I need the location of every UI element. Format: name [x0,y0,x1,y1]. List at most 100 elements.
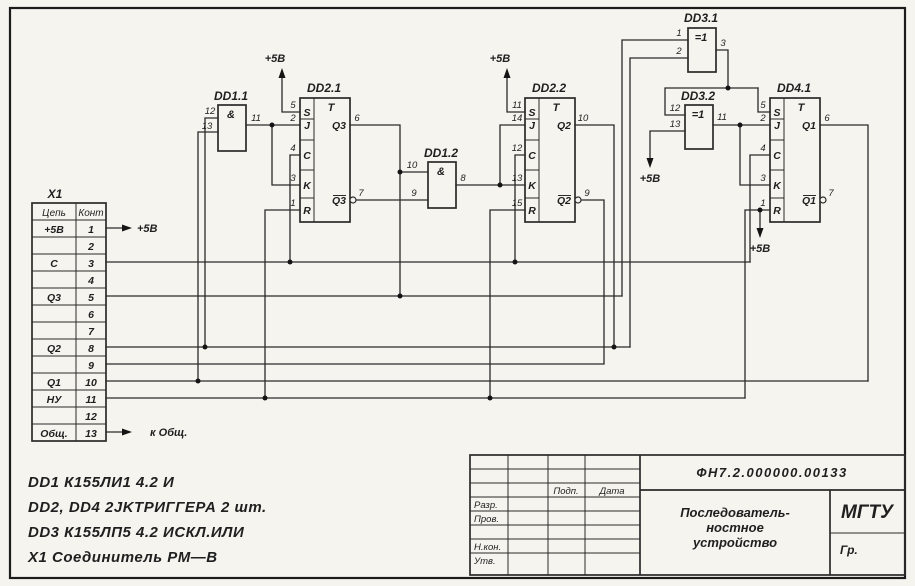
row-pin: 5 [88,292,94,304]
pin-number: 1 [760,198,765,209]
pin-number: 6 [824,113,830,124]
device-title-line1: Последователь- [680,505,790,520]
output-q: Q1 [802,120,816,132]
ground-arrow-right [122,428,132,436]
trigger-type: T [328,102,336,114]
inversion-circle [349,196,357,204]
gate-dd32: DD3.2 =1 12 13 11 [670,89,727,150]
and-symbol: & [227,109,235,121]
junction-dots [195,85,763,401]
pin-number: 12 [205,106,216,117]
gate-label: DD1.1 [214,89,248,103]
trigger-type: T [553,102,561,114]
pin-number: 8 [460,173,466,184]
pin-number: 12 [512,143,523,154]
power-label: +5В [137,223,158,235]
trigger-dd41: DD4.1 T S J C K R 5 2 4 3 1 Q1 Q1 6 7 [759,81,834,223]
trigger-type: T [798,102,806,114]
output-q: Q2 [557,120,571,132]
pin-number: 11 [512,100,522,111]
trigger-label: DD2.2 [532,81,566,95]
parts-list-line: DD3 К155ЛП5 4.2 ИСКЛ.ИЛИ [28,524,245,541]
pin-letter-k: K [528,180,537,192]
row-pin: 8 [88,343,94,355]
trigger-label: DD4.1 [777,81,811,95]
pin-letter-c: C [528,150,536,162]
row-circuit: НУ [47,394,63,406]
pin-letter-j: J [304,120,311,132]
row-pin: 11 [86,394,97,406]
gate-label: DD3.2 [681,89,715,103]
power-arrow-down-dd41 [756,228,764,238]
wires [105,39,869,433]
drawing-frame [8,6,907,580]
row-circuit: Q2 [47,343,61,355]
row-circuit: Общ. [40,428,67,440]
pin-number: 3 [760,173,766,184]
parts-list-line: DD2, DD4 2JKТРИГГЕРА 2 шт. [28,499,267,516]
pin-number: 12 [670,103,681,114]
ground-label: к Общ. [150,427,187,439]
row-pin: 7 [88,326,95,338]
row-circuit: Q3 [47,292,61,304]
organization: МГТУ [841,502,895,523]
pin-letter-c: C [303,150,311,162]
inversion-circle [574,196,582,204]
gate-label: DD1.2 [424,146,458,160]
pin-number: 1 [290,198,295,209]
power-arrow-up-dd22 [503,68,511,78]
role-razr: Разр. [474,500,498,511]
and-symbol: & [437,166,445,178]
pin-number: 4 [760,143,765,154]
role-utv: Утв. [473,556,496,567]
trigger-label: DD2.1 [307,81,341,95]
row-pin: 13 [85,428,97,440]
pin-number: 5 [290,100,296,111]
pin-number: 2 [289,113,296,124]
pin-letter-k: K [303,180,312,192]
pin-number: 4 [290,143,295,154]
pin-number: 9 [411,188,417,199]
row-pin: 3 [88,258,94,270]
gate-label: DD3.1 [684,11,718,25]
output-q-inverted: Q3 [332,195,346,207]
device-title-line2: ностное [706,520,764,535]
pin-number: 3 [720,38,726,49]
row-pin: 1 [88,224,94,236]
parts-list-line: X1 Соединитель РМ—В [27,549,218,566]
power-arrow-down-dd32 [646,158,654,168]
row-pin: 4 [87,275,94,287]
pin-number: 2 [675,46,682,57]
col-circuit: Цепь [42,208,66,219]
pin-number: 5 [760,100,766,111]
row-pin: 12 [85,411,97,423]
pin-number: 1 [676,28,681,39]
pin-letter-j: J [774,120,781,132]
power-labels: +5В к Общ. +5В +5В +5В +5В [137,53,770,439]
pin-number: 7 [828,188,834,199]
row-pin: 6 [88,309,94,321]
role-nkon: Н.кон. [474,542,501,553]
row-pin: 2 [87,241,94,253]
pin-number: 15 [512,198,523,209]
pin-number: 3 [290,173,296,184]
gate-dd11: DD1.1 & 12 13 11 [202,89,261,152]
pin-number: 10 [578,113,589,124]
row-circuit: С [50,258,58,270]
title-block: Подп. Дата Разр. Пров. Н.кон. Утв. ФН7.2… [469,454,906,576]
pin-letter-r: R [773,205,781,217]
pin-number: 13 [512,173,523,184]
parts-list-line: DD1 К155ЛИ1 4.2 И [28,474,175,491]
pin-number: 11 [717,112,727,123]
row-pin: 10 [85,377,97,389]
xor-symbol: =1 [692,109,705,121]
row-pin: 9 [88,360,94,372]
pin-letter-c: C [773,150,781,162]
output-q-inverted: Q2 [557,195,571,207]
trigger-dd21: DD2.1 T S J C K R 5 2 4 3 1 Q3 Q3 6 7 [289,81,364,223]
output-q-inverted: Q1 [802,195,816,207]
role-prov: Пров. [474,514,499,525]
pin-number: 10 [407,160,418,171]
pin-letter-k: K [773,180,782,192]
